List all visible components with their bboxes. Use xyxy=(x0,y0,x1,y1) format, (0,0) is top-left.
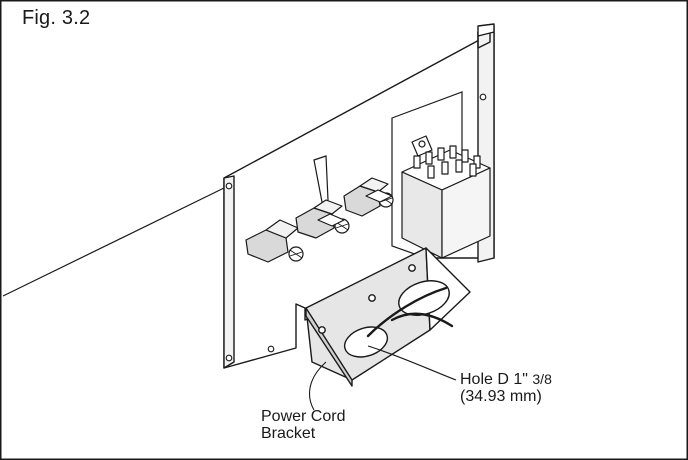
panel-hole xyxy=(267,345,275,353)
callout-leaders xyxy=(308,345,457,411)
bracket-label-line1: Power Cord xyxy=(261,408,346,425)
hole-size-fraction: 3/8 xyxy=(532,371,552,387)
bracket-callout: Power Cord Bracket xyxy=(261,408,345,442)
hole-callout-line1: Hole D 1" 3/8 xyxy=(460,371,552,388)
figure-title: Fig. 3.2 xyxy=(22,7,91,29)
panel-hole xyxy=(225,354,233,362)
terminal-knobs xyxy=(245,177,394,263)
relay xyxy=(401,135,491,259)
hole-size-metric: (34.93 mm) xyxy=(460,388,542,405)
bracket-label-line2: Bracket xyxy=(261,425,316,442)
power-cord xyxy=(366,286,454,338)
panel-hole xyxy=(479,93,487,101)
power-cord-bracket xyxy=(305,247,471,387)
panel-hole xyxy=(225,182,233,190)
hole-d xyxy=(343,326,389,358)
hole-size-label: Hole D 1" xyxy=(460,371,528,388)
hole-callout: Hole D 1" 3/8 (34.93 mm) xyxy=(460,371,552,405)
